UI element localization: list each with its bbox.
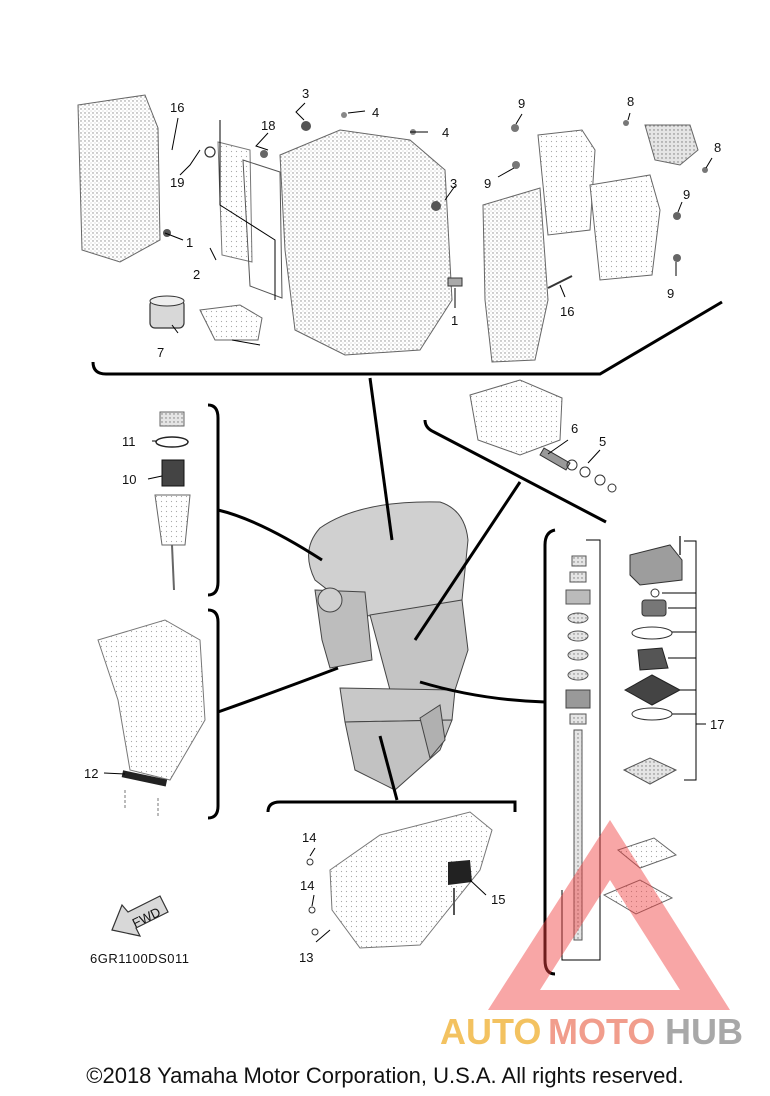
fuel-filter-group [147, 403, 220, 597]
callout-7: 7 [157, 345, 164, 360]
head-cover-plate [217, 141, 253, 263]
cylinder-head-right [482, 187, 549, 363]
diagram-code: 6GR1100DS011 [90, 951, 189, 966]
callout-4: 4 [372, 105, 379, 120]
fuel-filter-element [161, 459, 185, 487]
o-ring [155, 436, 189, 448]
callout-15: 15 [491, 892, 505, 907]
callout-2: 2 [193, 267, 200, 282]
top-group-bracket [91, 300, 723, 376]
watermark-moto: MOTO [548, 1011, 655, 1052]
callout-6: 6 [571, 421, 578, 436]
callout-13: 13 [299, 950, 313, 965]
callout-19: 19 [170, 175, 184, 190]
cylinder-block [279, 129, 453, 356]
drive-shaft [573, 729, 583, 941]
connector-lines [217, 377, 546, 801]
callout-labels: 16 19 18 3 4 4 1 2 7 3 9 9 8 8 9 9 1 16 … [84, 86, 724, 966]
callout-9: 9 [683, 187, 690, 202]
outer-plate [623, 674, 682, 706]
copyright-notice: ©2018 Yamaha Motor Corporation, U.S.A. A… [86, 1063, 684, 1088]
pump-housing [629, 544, 683, 586]
callout-5: 5 [599, 434, 606, 449]
callout-18: 18 [261, 118, 275, 133]
impeller [637, 647, 669, 671]
callout-16: 16 [170, 100, 184, 115]
lower-unit-casing [329, 811, 493, 949]
exhaust-guide [97, 619, 206, 781]
drive-shaft-parts [565, 555, 591, 941]
pump-parts [602, 536, 683, 915]
callout-12: 12 [84, 766, 98, 781]
callout-3: 3 [302, 86, 309, 101]
anode [448, 860, 472, 885]
callout-17: 17 [710, 717, 724, 732]
clamp-bracket [469, 379, 563, 456]
exhaust-group [97, 608, 220, 820]
callout-9: 9 [667, 286, 674, 301]
oil-filter-housing [199, 304, 263, 341]
callout-10: 10 [122, 472, 136, 487]
callout-1: 1 [186, 235, 193, 250]
callout-8: 8 [627, 94, 634, 109]
fwd-arrow-icon: FWD [111, 895, 169, 937]
propeller [419, 704, 446, 760]
head-gasket [242, 159, 283, 299]
callout-4: 4 [442, 125, 449, 140]
watermark-auto: AUTO [440, 1011, 541, 1052]
bottom-cowling [369, 599, 469, 691]
callout-14: 14 [302, 830, 316, 845]
bracket-parts-group [423, 379, 617, 524]
automotohub-watermark: AUTO MOTO HUB [440, 820, 743, 1052]
cylinder-head-left [77, 94, 161, 263]
callout-11: 11 [122, 434, 136, 449]
pump-insert [641, 599, 667, 617]
watermark-triangle-icon [488, 820, 730, 1010]
exhaust-seal [121, 770, 168, 787]
watermark-hub: HUB [665, 1011, 743, 1052]
water-pump-group [543, 528, 706, 976]
top-cowling [308, 501, 469, 621]
callout-9: 9 [518, 96, 525, 111]
callout-3: 3 [450, 176, 457, 191]
callout-14: 14 [300, 878, 314, 893]
callout-1: 1 [451, 313, 458, 328]
lower-unit-group [266, 800, 517, 949]
intake-manifold-right [589, 174, 661, 281]
intake-manifold-upper [537, 129, 596, 236]
callout-16: 16 [560, 304, 574, 319]
outboard-motor [308, 501, 469, 791]
power-head-group [77, 94, 723, 376]
callout-8: 8 [714, 140, 721, 155]
manifold-cap [644, 124, 699, 166]
callout-9: 9 [484, 176, 491, 191]
